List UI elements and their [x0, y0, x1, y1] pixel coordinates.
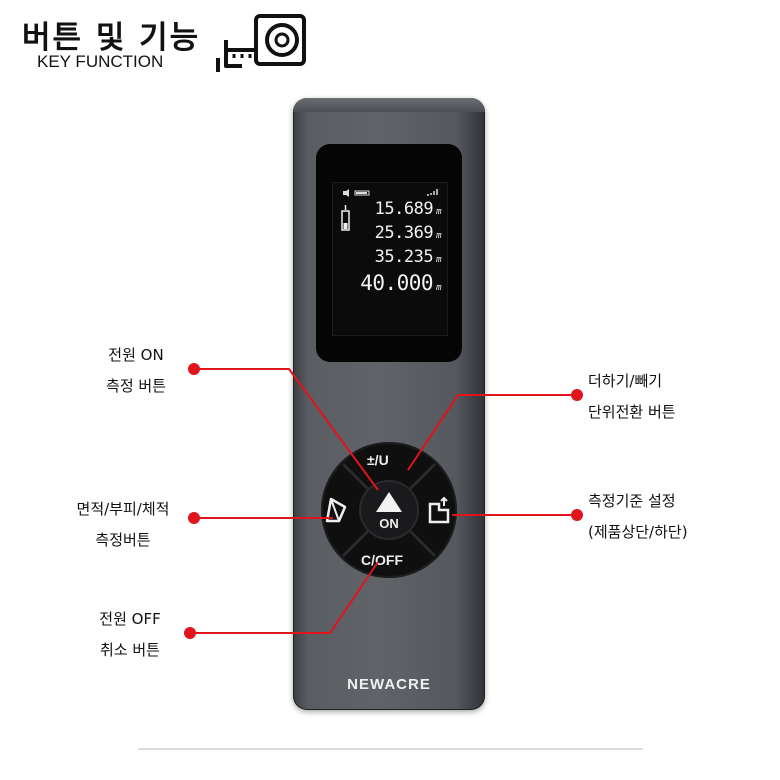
divider-line — [138, 748, 643, 750]
annotation-area-volume: 면적/부피/체적 측정버튼 — [76, 500, 170, 549]
area-volume-icon[interactable] — [325, 497, 349, 523]
annotation-power-off: 전원 OFF 취소 버튼 — [99, 610, 161, 659]
tape-measure-icon — [216, 14, 306, 72]
pad-dividers — [341, 462, 437, 558]
brand-logo: NEWACRE — [347, 676, 431, 693]
lcd-status-icons — [343, 189, 438, 197]
page-title: 버튼 및 기능 — [22, 20, 201, 56]
add-subtract-unit-button[interactable]: ±/U — [367, 452, 389, 468]
annotation-add-subtract: 더하기/빼기 단위전환 버튼 — [588, 372, 676, 421]
page-subtitle: KEY FUNCTION — [37, 52, 164, 71]
reference-point-icon — [341, 205, 350, 231]
annotation-reference: 측정기준 설정 (제품상단/하단) — [588, 492, 688, 541]
reference-select-icon[interactable] — [427, 496, 451, 524]
clear-off-button[interactable]: C/OFF — [361, 552, 403, 568]
annotation-power-on: 전원 ON 측정 버튼 — [106, 346, 166, 395]
control-pad: ±/U C/OFF ON — [321, 442, 457, 578]
power-measure-button[interactable]: ON — [359, 480, 419, 540]
device-top-cap — [293, 98, 485, 112]
power-measure-label: ON — [379, 516, 399, 531]
triangle-up-icon — [376, 492, 402, 512]
